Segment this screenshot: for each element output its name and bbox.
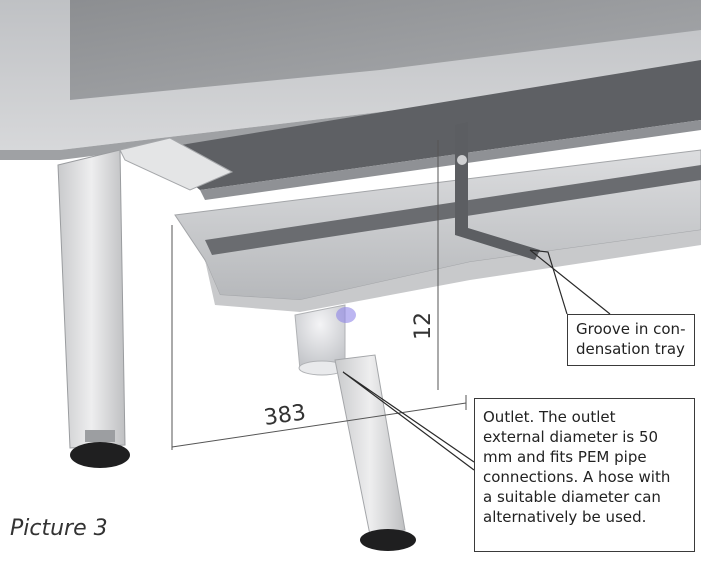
outlet-callout-line-3: mm and fits PEM pipe bbox=[483, 448, 647, 466]
front-leg bbox=[334, 354, 406, 536]
groove-bracket bbox=[455, 122, 540, 260]
outlet-callout-line-2: external diameter is 50 bbox=[483, 428, 659, 446]
outlet-callout-line-4: connections. A hose with bbox=[483, 468, 671, 486]
rear-rail bbox=[150, 60, 701, 190]
cabinet-window bbox=[70, 0, 701, 100]
dimension-383-line bbox=[171, 402, 467, 448]
left-leg bbox=[57, 149, 126, 449]
groove-callout-line-1: Groove in con- bbox=[576, 320, 686, 338]
dimension-383-label: 383 bbox=[262, 400, 307, 431]
groove-leader bbox=[529, 249, 611, 315]
left-foot bbox=[70, 442, 130, 468]
groove-callout: Groove in con- densation tray bbox=[567, 314, 695, 366]
outlet-callout: Outlet. The outlet external diameter is … bbox=[474, 398, 695, 552]
outlet-callout-line-1: Outlet. The outlet bbox=[483, 408, 616, 426]
figure-caption: Picture 3 bbox=[10, 516, 108, 541]
groove-callout-line-2: densation tray bbox=[576, 340, 685, 358]
dimension-12-label: 12 bbox=[411, 312, 436, 340]
outlet-callout-line-5: a suitable diameter can bbox=[483, 488, 661, 506]
outlet-callout-line-6: alternatively be used. bbox=[483, 508, 647, 526]
outlet-leader bbox=[342, 371, 475, 471]
front-foot bbox=[360, 529, 416, 551]
